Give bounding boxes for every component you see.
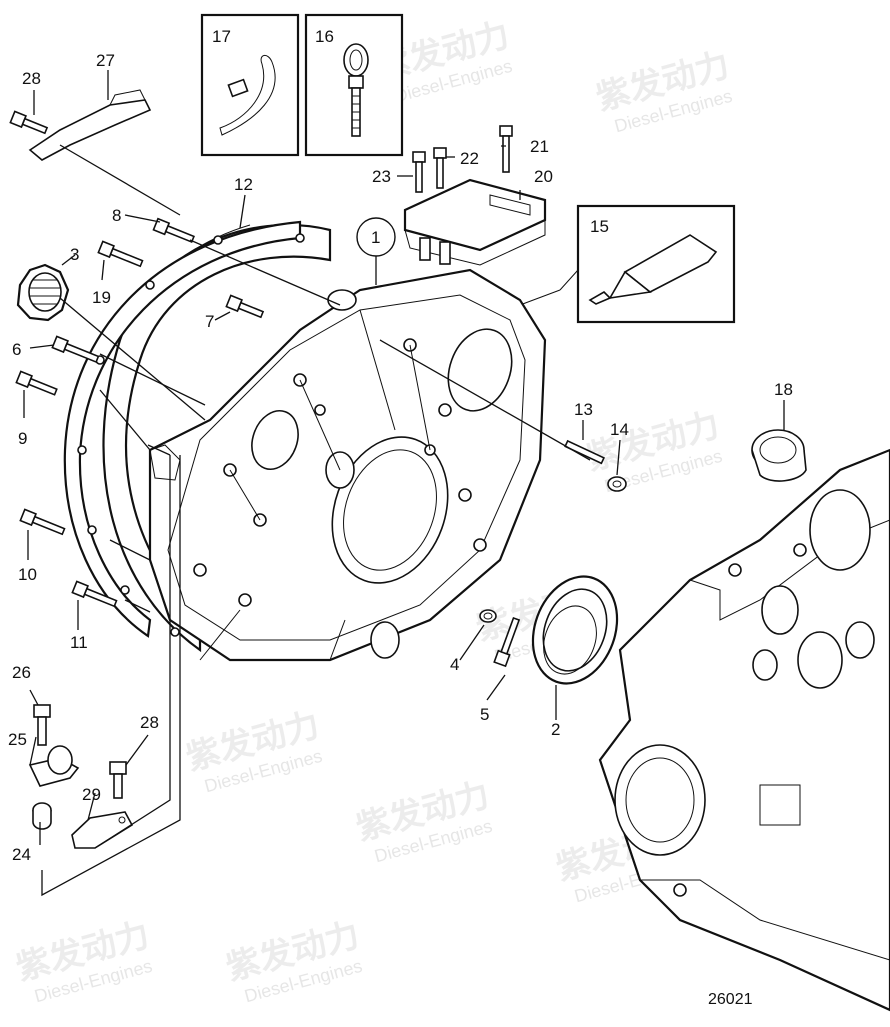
label-7: 7 (205, 312, 214, 331)
lower-hole (370, 621, 400, 659)
watermark-tile: 紫发动力 Diesel-Engines (182, 705, 324, 797)
label-14: 14 (610, 420, 629, 439)
label-25: 25 (8, 730, 27, 749)
bolt-26 (33, 704, 51, 746)
label-20: 20 (534, 167, 553, 186)
bolt-10 (19, 508, 66, 536)
bolt-5 (493, 616, 521, 668)
bolt-9 (15, 370, 58, 396)
bolt-21 (499, 125, 513, 173)
flywheel-housing-body (148, 268, 547, 662)
watermark-tile: 紫发动力 Diesel-Engines (222, 915, 364, 1007)
label-10: 10 (18, 565, 37, 584)
top-boss (327, 289, 357, 311)
label-11: 11 (70, 633, 88, 652)
label-18: 18 (774, 380, 793, 399)
block-bore-large (614, 744, 706, 856)
label-23: 23 (372, 167, 391, 186)
watermark-tile: 紫发动力 Diesel-Engines (352, 775, 494, 867)
seal-ring-2 (531, 575, 619, 685)
bolt-19 (97, 240, 144, 268)
bolt-6 (51, 335, 100, 364)
label-12: 12 (234, 175, 253, 194)
starter-bore (251, 410, 299, 470)
label-28-bottom: 28 (140, 713, 159, 732)
label-21: 21 (530, 137, 549, 156)
label-22: 22 (460, 149, 479, 168)
label-5: 5 (480, 705, 489, 724)
watermark-tile: 紫发动力 Diesel-Engines (12, 915, 154, 1007)
cable-tie-icon (219, 55, 276, 136)
label-16: 16 (315, 27, 334, 46)
cable-tie-head-icon (227, 78, 249, 98)
bolt-23 (412, 151, 426, 193)
label-4: 4 (450, 655, 459, 674)
bolt-22 (433, 147, 447, 189)
label-9: 9 (18, 429, 27, 448)
label-2: 2 (551, 720, 560, 739)
small-parts (28, 89, 627, 849)
figure-number: 26021 (708, 991, 753, 1008)
label-29: 29 (82, 785, 101, 804)
label-1: 1 (371, 228, 380, 247)
washer-14 (607, 476, 627, 492)
leader-lines (23, 70, 785, 897)
bolt-28-top (9, 110, 49, 135)
flywheel-housing-flange (63, 220, 332, 653)
pin-13 (564, 439, 605, 465)
inset-box-16 (304, 13, 404, 157)
watermark-tile: 紫发动力 Diesel-Engines (592, 45, 734, 137)
label-28-top: 28 (22, 69, 41, 88)
label-17: 17 (212, 27, 231, 46)
bracket-27 (28, 99, 152, 161)
plug-18 (751, 429, 807, 482)
bolt-8 (152, 217, 195, 244)
watermark-tile: 紫发动力 Diesel-Engines (582, 405, 724, 497)
crank-bore (331, 436, 449, 584)
eye-bolt-ring-icon (343, 43, 369, 77)
label-24: 24 (12, 845, 31, 864)
washer-4 (479, 609, 497, 623)
bolt-11 (71, 580, 118, 608)
cover-3 (16, 263, 70, 322)
inset-box-17 (200, 13, 300, 157)
part-labels: 1 2 3 4 5 6 7 8 9 10 11 12 13 14 15 16 1… (8, 27, 793, 864)
label-13: 13 (574, 400, 593, 419)
bolt-28-bottom (109, 761, 127, 799)
label-8: 8 (112, 206, 121, 225)
label-3: 3 (70, 245, 79, 264)
bolt-7 (225, 294, 265, 319)
control-unit-20 (403, 178, 547, 266)
label-26: 26 (12, 663, 31, 682)
label-19: 19 (92, 288, 111, 307)
upper-bore (447, 328, 513, 412)
label-15: 15 (590, 217, 609, 236)
callout-circle-1 (356, 217, 396, 257)
label-6: 6 (12, 340, 21, 359)
engine-block (598, 448, 890, 1012)
eye-bolt-shank-icon (348, 75, 364, 89)
bolts (9, 110, 605, 799)
label-27: 27 (96, 51, 115, 70)
inset-box-15 (519, 204, 736, 324)
